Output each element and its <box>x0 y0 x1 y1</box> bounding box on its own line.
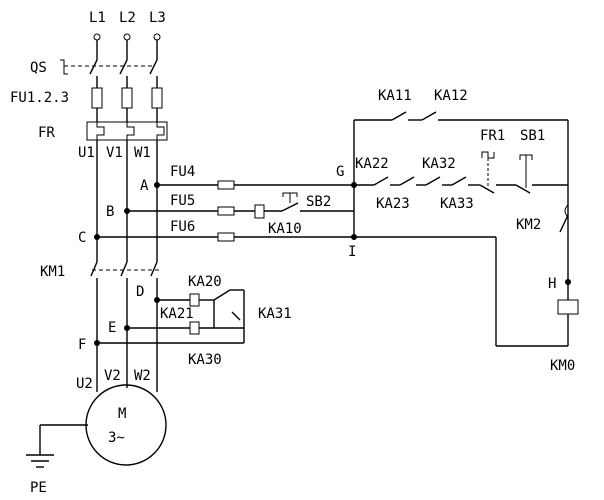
ka10-coil <box>254 204 265 219</box>
label-f: F <box>78 337 86 353</box>
ka11-ka12-branch <box>353 111 569 280</box>
km0-coil <box>557 299 579 315</box>
label-km0: KM0 <box>550 358 575 374</box>
label-v2: V2 <box>104 368 121 384</box>
label-a: A <box>140 178 149 194</box>
label-u2: U2 <box>76 376 93 392</box>
fr1-sb1-contacts <box>479 151 568 194</box>
km1-contacts <box>90 261 160 378</box>
ground-pe <box>26 424 88 468</box>
km2-contact <box>559 204 569 233</box>
fuse-fu4 <box>217 180 235 190</box>
label-l3: L3 <box>149 10 166 26</box>
control-fuses <box>217 180 496 242</box>
label-km1: KM1 <box>40 264 65 280</box>
terminal-l1 <box>93 33 101 41</box>
label-fu4: FU4 <box>170 164 195 180</box>
ka20-coil <box>189 293 200 307</box>
ka-chain <box>355 176 480 186</box>
fr-thermal-relay <box>86 121 168 141</box>
label-h: H <box>548 276 556 292</box>
fu123-fuses <box>91 87 163 122</box>
label-motor-m: M <box>118 406 126 422</box>
km0-coil-branch <box>495 237 579 347</box>
ka10-sb2-branch <box>254 182 357 240</box>
qs-switch <box>60 59 158 88</box>
label-fu6: FU6 <box>170 219 195 235</box>
supply-terminals <box>93 33 161 60</box>
label-i: I <box>348 244 356 260</box>
label-ka31: KA31 <box>258 306 292 322</box>
label-ka30: KA30 <box>188 352 222 368</box>
ka21-coil <box>189 321 200 335</box>
label-ka23: KA23 <box>376 196 410 212</box>
label-l1: L1 <box>89 10 106 26</box>
label-fr1: FR1 <box>480 128 505 144</box>
label-ka10: KA10 <box>268 221 302 237</box>
label-d: D <box>136 284 144 300</box>
label-ka20: KA20 <box>188 274 222 290</box>
label-ka33: KA33 <box>440 196 474 212</box>
label-b: B <box>106 204 114 220</box>
label-ka12: KA12 <box>434 88 468 104</box>
fuse-fu5 <box>217 206 235 216</box>
label-u1: U1 <box>78 145 95 161</box>
label-w1: W1 <box>134 145 151 161</box>
node-i <box>351 234 357 240</box>
label-sb2: SB2 <box>306 194 331 210</box>
label-motor-phase: 3~ <box>108 430 125 446</box>
label-qs: QS <box>30 60 47 76</box>
motor-circle <box>85 384 167 466</box>
terminal-l2 <box>123 33 131 41</box>
label-e: E <box>108 320 116 336</box>
label-sb1: SB1 <box>520 128 545 144</box>
label-fu5: FU5 <box>170 193 195 209</box>
terminal-l3 <box>153 33 161 41</box>
label-w2: W2 <box>134 368 151 384</box>
label-c: C <box>78 230 86 246</box>
label-km2: KM2 <box>516 217 541 233</box>
fuse-fu6 <box>217 232 235 242</box>
label-ka22: KA22 <box>355 156 389 172</box>
label-ka21: KA21 <box>160 306 194 322</box>
label-ka11: KA11 <box>378 88 412 104</box>
label-g: G <box>336 164 344 180</box>
label-fr: FR <box>38 125 55 141</box>
label-pe: PE <box>30 480 47 496</box>
label-l2: L2 <box>119 10 136 26</box>
ka20-ka31-network <box>94 289 245 346</box>
label-fu123: FU1.2.3 <box>10 90 69 106</box>
control-taps <box>94 182 218 240</box>
label-ka32: KA32 <box>422 156 456 172</box>
main-buses <box>96 140 158 262</box>
label-v1: V1 <box>106 145 123 161</box>
